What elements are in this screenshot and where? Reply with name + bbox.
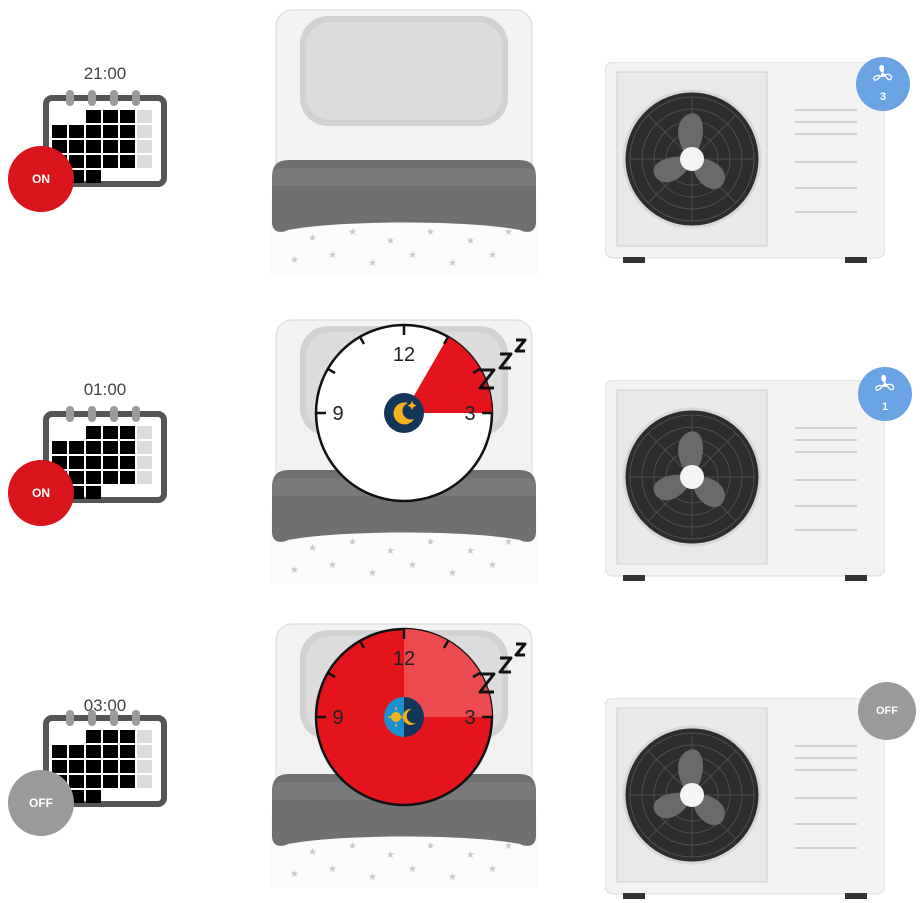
moon-stars-icon	[384, 393, 424, 433]
bed-icon	[270, 8, 538, 274]
ac-status-badge[interactable]: OFF	[858, 682, 916, 740]
fan-icon	[872, 63, 894, 85]
fan-speed-value: 1	[858, 401, 912, 413]
bed-with-clock-icon: 12 3 9	[270, 622, 538, 897]
fan-icon	[874, 373, 896, 395]
timeline-row-2100: 21:00 ON 3	[0, 0, 923, 290]
time-label: 01:00	[60, 380, 150, 400]
sleep-timer-clock: 12 3 9	[316, 325, 492, 501]
sleep-timer-clock: 12 3 9	[316, 629, 492, 805]
clock-number-3: 3	[464, 707, 475, 729]
bed-with-clock-icon: 12 3 9	[270, 318, 538, 586]
timeline-row-0100: 01:00 ON 12 3 9	[0, 300, 923, 590]
air-conditioner-outdoor-unit-icon	[605, 62, 885, 267]
clock-number-3: 3	[464, 403, 475, 425]
clock-number-12: 12	[393, 344, 415, 366]
fan-speed-value: 3	[856, 91, 910, 103]
fan-speed-badge[interactable]: 1	[858, 367, 912, 421]
clock-number-9: 9	[332, 403, 343, 425]
timer-status-badge[interactable]: OFF	[8, 770, 74, 836]
time-label: 21:00	[60, 64, 150, 84]
timer-status-badge[interactable]: ON	[8, 146, 74, 212]
sun-moon-icon	[384, 697, 424, 737]
timer-status-badge[interactable]: ON	[8, 460, 74, 526]
air-conditioner-outdoor-unit-icon	[605, 380, 885, 585]
clock-number-9: 9	[332, 707, 343, 729]
timeline-row-0300: 03:00 OFF 12 3 9	[0, 600, 923, 890]
fan-speed-badge[interactable]: 3	[856, 57, 910, 111]
air-conditioner-outdoor-unit-icon	[605, 698, 885, 903]
clock-number-12: 12	[393, 648, 415, 670]
